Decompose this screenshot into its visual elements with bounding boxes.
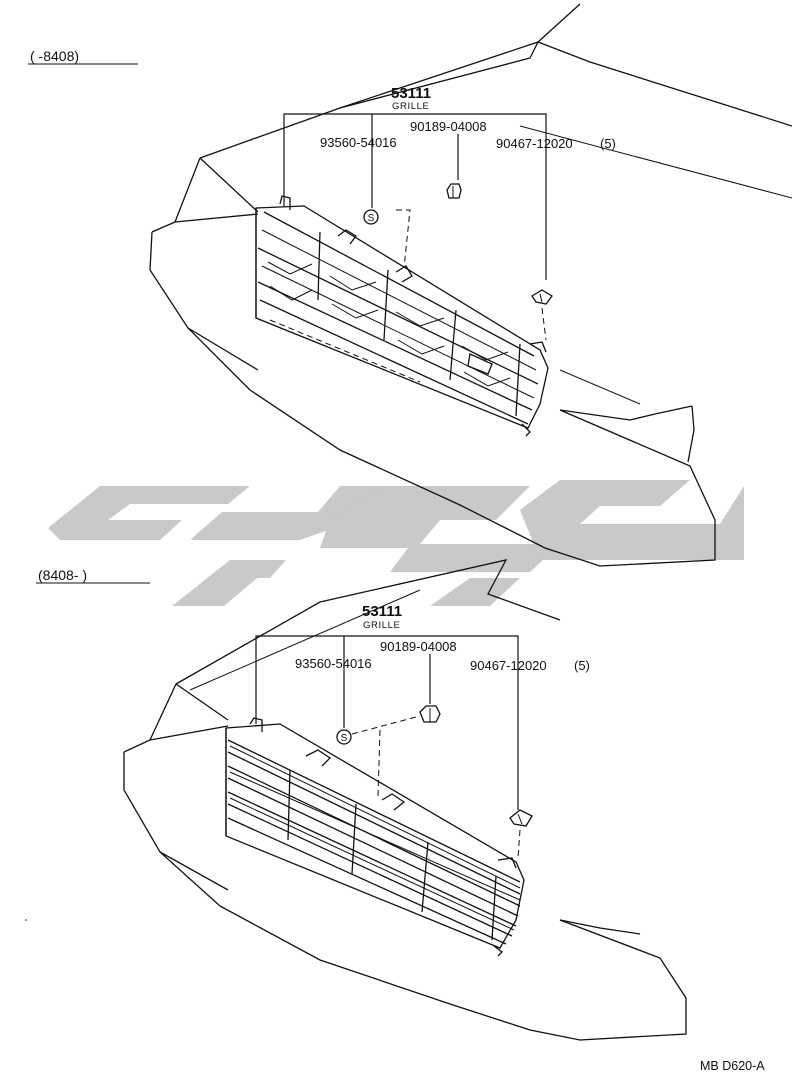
part-name-grille-top: GRILLE (392, 101, 429, 112)
range-label-top: ( -8408) (30, 48, 79, 64)
nut-90467-bottom (509, 809, 533, 827)
watermark-logo (48, 480, 744, 606)
part-number-clip-top: 90189-04008 (410, 119, 487, 134)
quantity-nut-bottom: (5) (574, 658, 590, 673)
grille-bottom (225, 717, 525, 957)
leader-lines-bottom (255, 635, 521, 859)
quantity-nut-top: (5) (600, 136, 616, 151)
part-number-grille-bottom: 53111 (362, 603, 402, 620)
section-bottom: S (8408- ) 53111 GRILLE 90189-04008 9356… (36, 559, 687, 1041)
clip-90189-bottom (419, 705, 441, 723)
range-label-bottom: (8408- ) (38, 567, 87, 583)
stray-dot (25, 919, 27, 921)
part-name-grille-bottom: GRILLE (363, 620, 400, 631)
car-body-bottom (123, 559, 687, 1041)
part-number-nut-bottom: 90467-12020 (470, 658, 547, 673)
part-number-grille-top: 53111 (391, 85, 431, 102)
screw-symbol-bottom: S (336, 729, 352, 745)
screw-symbol-label: S (368, 213, 375, 224)
section-top: S ( -8408) 53111 GRILLE 90189-04008 9356… (28, 3, 792, 567)
part-number-screw-bottom: 93560-54016 (295, 656, 372, 671)
car-body-top (149, 3, 792, 567)
screw-symbol-label-bottom: S (341, 733, 348, 744)
diagram-code: MB D620-A (700, 1059, 765, 1073)
screw-symbol-top: S (363, 209, 379, 225)
grille-top (255, 195, 549, 437)
nut-90467-top (531, 289, 553, 305)
clip-90189-top (446, 183, 462, 199)
part-number-clip-bottom: 90189-04008 (380, 639, 457, 654)
part-number-screw-top: 93560-54016 (320, 135, 397, 150)
part-number-nut-top: 90467-12020 (496, 136, 573, 151)
leader-lines-top (269, 113, 547, 383)
